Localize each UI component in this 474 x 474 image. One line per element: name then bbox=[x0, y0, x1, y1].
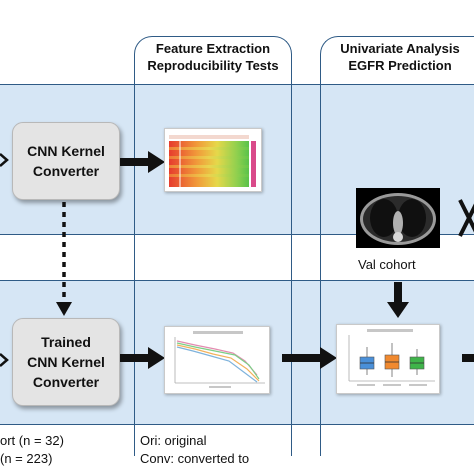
heatmap-image bbox=[169, 135, 256, 187]
legend-line: Ori: original bbox=[140, 433, 207, 448]
arrow-right-edge bbox=[462, 354, 474, 362]
incoming-arrow-bottom bbox=[0, 353, 9, 367]
bottom-band-bottom-border bbox=[0, 424, 474, 425]
cnn-kernel-converter-box: CNN Kernel Converter bbox=[12, 122, 120, 200]
column-heading-line1: Univariate Analysis bbox=[340, 41, 460, 56]
box-line: CNN Kernel bbox=[27, 143, 105, 159]
column-heading-univariate-analysis: Univariate Analysis EGFR Prediction bbox=[320, 40, 474, 74]
column-frame-univariate-analysis bbox=[320, 36, 474, 456]
column-heading-feature-extraction: Feature Extraction Reproducibility Tests bbox=[134, 40, 292, 74]
legend-line: ort (n = 32) bbox=[0, 433, 64, 448]
heatmap-thumbnail bbox=[164, 128, 262, 192]
arrow-to-heatmap bbox=[120, 151, 165, 173]
incoming-arrow-top bbox=[0, 153, 9, 167]
box-line: Converter bbox=[32, 163, 100, 179]
dotted-training-arrow bbox=[56, 202, 72, 316]
box-line: Trained bbox=[41, 334, 91, 350]
bottom-band-top-border bbox=[0, 280, 474, 281]
mid-band-border bbox=[0, 234, 474, 235]
column-heading-line2: Reproducibility Tests bbox=[147, 58, 279, 73]
arrow-val-cohort-down bbox=[387, 282, 409, 318]
arrow-to-line-plot bbox=[120, 347, 165, 369]
boxplot-image bbox=[348, 329, 435, 386]
legend-line: (n = 223) bbox=[0, 451, 53, 466]
top-band-border bbox=[0, 84, 474, 85]
val-cohort-label: Val cohort bbox=[358, 257, 416, 272]
boxplot-thumbnail bbox=[336, 324, 440, 394]
ct-scan-image bbox=[356, 188, 440, 248]
column-frame-feature-extraction bbox=[134, 36, 292, 456]
box-line: Converter bbox=[32, 374, 100, 390]
trained-cnn-kernel-converter-box: Trained CNN Kernel Converter bbox=[12, 318, 120, 406]
legend-left: ort (n = 32) (n = 223) bbox=[0, 432, 64, 468]
column-heading-line2: EGFR Prediction bbox=[348, 58, 452, 73]
box-line: CNN Kernel bbox=[27, 354, 105, 370]
x-mark-icon bbox=[458, 199, 474, 237]
column-heading-line1: Feature Extraction bbox=[155, 41, 271, 56]
arrow-to-boxplot bbox=[282, 347, 337, 369]
legend-line: Conv: converted to bbox=[140, 451, 250, 466]
line-plot-thumbnail bbox=[164, 326, 270, 394]
line-plot-image bbox=[174, 331, 265, 388]
legend-right: Ori: original Conv: converted to bbox=[140, 432, 249, 468]
